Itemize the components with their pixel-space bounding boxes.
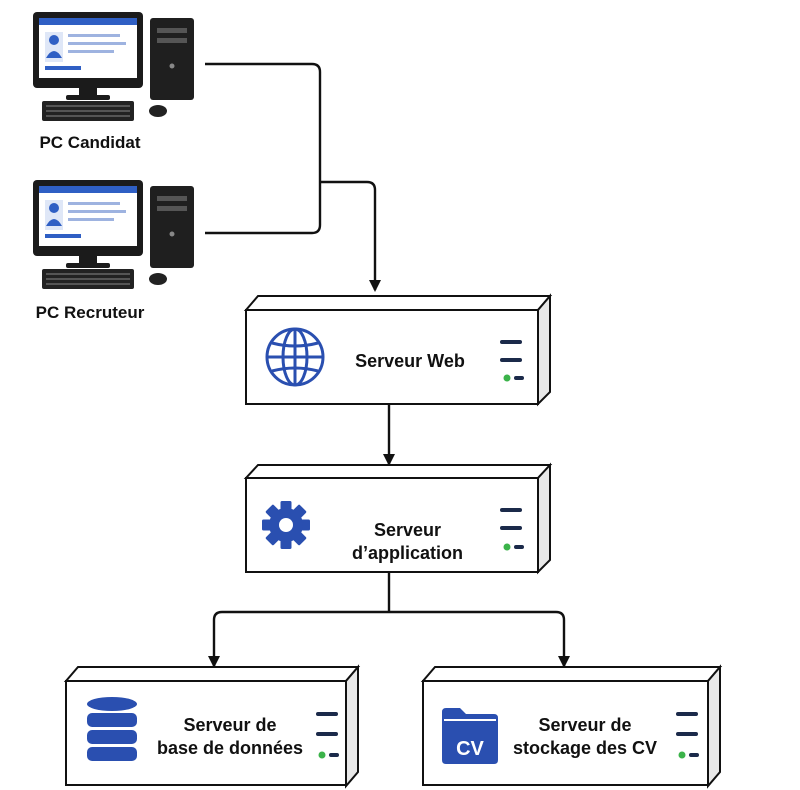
connectors [205, 62, 570, 668]
link-to-web [320, 180, 381, 292]
server-cv-label: Serveur de stockage des CV [500, 714, 670, 760]
link-candidat [205, 62, 322, 182]
link-recruteur [205, 182, 322, 235]
server-web-label: Serveur Web [355, 351, 465, 371]
screen-bar [39, 186, 137, 193]
status-lights [676, 712, 699, 759]
gear-icon [262, 501, 310, 549]
globe-icon [265, 327, 325, 387]
pc-candidat [33, 12, 194, 121]
server-db-label: Serveur de base de données [145, 714, 315, 760]
server-db-label-line-1: Serveur de [183, 715, 277, 735]
mouse [149, 273, 167, 285]
screen-bar [39, 18, 137, 25]
database-icon [87, 697, 137, 761]
status-lights [316, 712, 339, 759]
status-lights [500, 508, 524, 551]
server-app-label: Serveur d’application [351, 520, 463, 563]
keyboard [42, 269, 134, 289]
server-cv-label-line-2: stockage des CV [512, 738, 658, 758]
folder-cv-text: CV [456, 738, 484, 760]
keyboard [42, 101, 134, 121]
status-lights [500, 340, 524, 382]
link-to-db [208, 610, 223, 668]
folder-icon: CV [442, 708, 498, 764]
mouse [149, 105, 167, 117]
pc-recruteur [33, 180, 194, 289]
pc-candidat-label: PC Candidat [39, 133, 141, 152]
server-cv-label-line-1: Serveur de [538, 715, 632, 735]
server-db-label-line-2: base de données [156, 738, 304, 758]
link-to-cv [555, 610, 570, 668]
pc-recruteur-label: PC Recruteur [35, 303, 145, 322]
